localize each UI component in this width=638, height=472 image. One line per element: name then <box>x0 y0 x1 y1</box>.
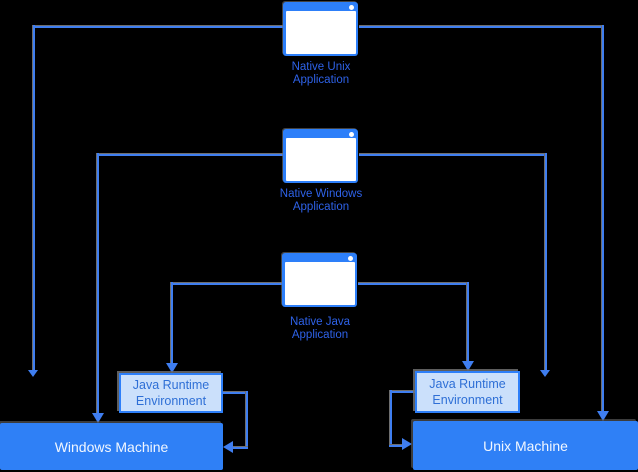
connector-windows-app-right-vertical <box>544 153 547 372</box>
jre-on-windows-box: Java Runtime Environment <box>119 373 223 413</box>
arrow-into-windows-machine-side-icon <box>223 441 233 453</box>
label-line1: Native Unix <box>291 61 351 73</box>
unix-machine-label: Unix Machine <box>483 437 568 454</box>
window-dot-icon <box>349 4 354 10</box>
windows-machine-box: Windows Machine <box>0 423 223 470</box>
dead-end-arrow-icon <box>540 370 550 377</box>
native-unix-application-label: Native Unix Application <box>261 61 381 87</box>
unix-machine-box: Unix Machine <box>413 421 638 470</box>
dead-end-arrow-icon <box>28 370 38 377</box>
native-java-application-window-icon <box>282 253 357 307</box>
connector-unix-app-right-horizontal <box>359 25 604 28</box>
window-body <box>284 262 355 305</box>
arrow-into-left-jre-icon <box>166 363 178 373</box>
connector-java-app-left-horizontal <box>170 282 282 285</box>
jre-label-line1: Java Runtime <box>132 378 210 392</box>
connector-java-app-right-vertical <box>466 282 469 361</box>
window-body <box>285 138 356 181</box>
window-dot-icon <box>348 255 353 261</box>
arrow-into-unix-machine-side-icon <box>402 438 412 450</box>
connector-unix-app-right-vertical <box>601 25 604 411</box>
connector-left-jre-loop-top <box>221 391 248 394</box>
jre-label-line2: Environment <box>432 393 503 407</box>
native-windows-application-label: Native Windows Application <box>261 188 381 214</box>
connector-windows-app-right-horizontal <box>359 153 547 156</box>
label-line2: Application <box>291 329 349 341</box>
connector-windows-app-left-vertical <box>96 153 99 413</box>
jre-on-unix-box: Java Runtime Environment <box>415 371 520 413</box>
connector-unix-app-left-vertical <box>32 25 35 371</box>
label-line2: Application <box>292 74 350 86</box>
arrow-into-unix-machine-icon <box>597 411 609 421</box>
arrow-into-windows-machine-icon <box>92 413 104 423</box>
window-dot-icon <box>349 131 354 137</box>
connector-right-jre-loop-vertical <box>389 390 392 447</box>
connector-right-jre-loop-top <box>390 390 417 393</box>
native-windows-application-window-icon <box>283 129 358 183</box>
native-unix-application-window-icon <box>283 2 358 56</box>
jre-label-line1: Java Runtime <box>429 377 506 391</box>
jre-label-line2: Environment <box>135 394 207 408</box>
connector-unix-app-left-horizontal <box>32 25 283 28</box>
windows-machine-label: Windows Machine <box>54 438 169 455</box>
connector-right-jre-loop-bottom <box>389 444 404 447</box>
connector-left-jre-loop-bottom <box>232 446 248 449</box>
label-line1: Native Windows <box>279 188 363 200</box>
connector-windows-app-left-horizontal <box>96 153 283 156</box>
connector-java-app-left-vertical <box>170 282 173 363</box>
arrow-into-right-jre-icon <box>462 361 474 371</box>
connector-left-jre-loop-vertical <box>245 391 248 449</box>
label-line1: Native Java <box>289 316 351 328</box>
label-line2: Application <box>292 201 350 213</box>
native-java-application-label: Native Java Application <box>260 316 380 342</box>
window-body <box>285 11 356 54</box>
connector-java-app-right-horizontal <box>358 282 469 285</box>
